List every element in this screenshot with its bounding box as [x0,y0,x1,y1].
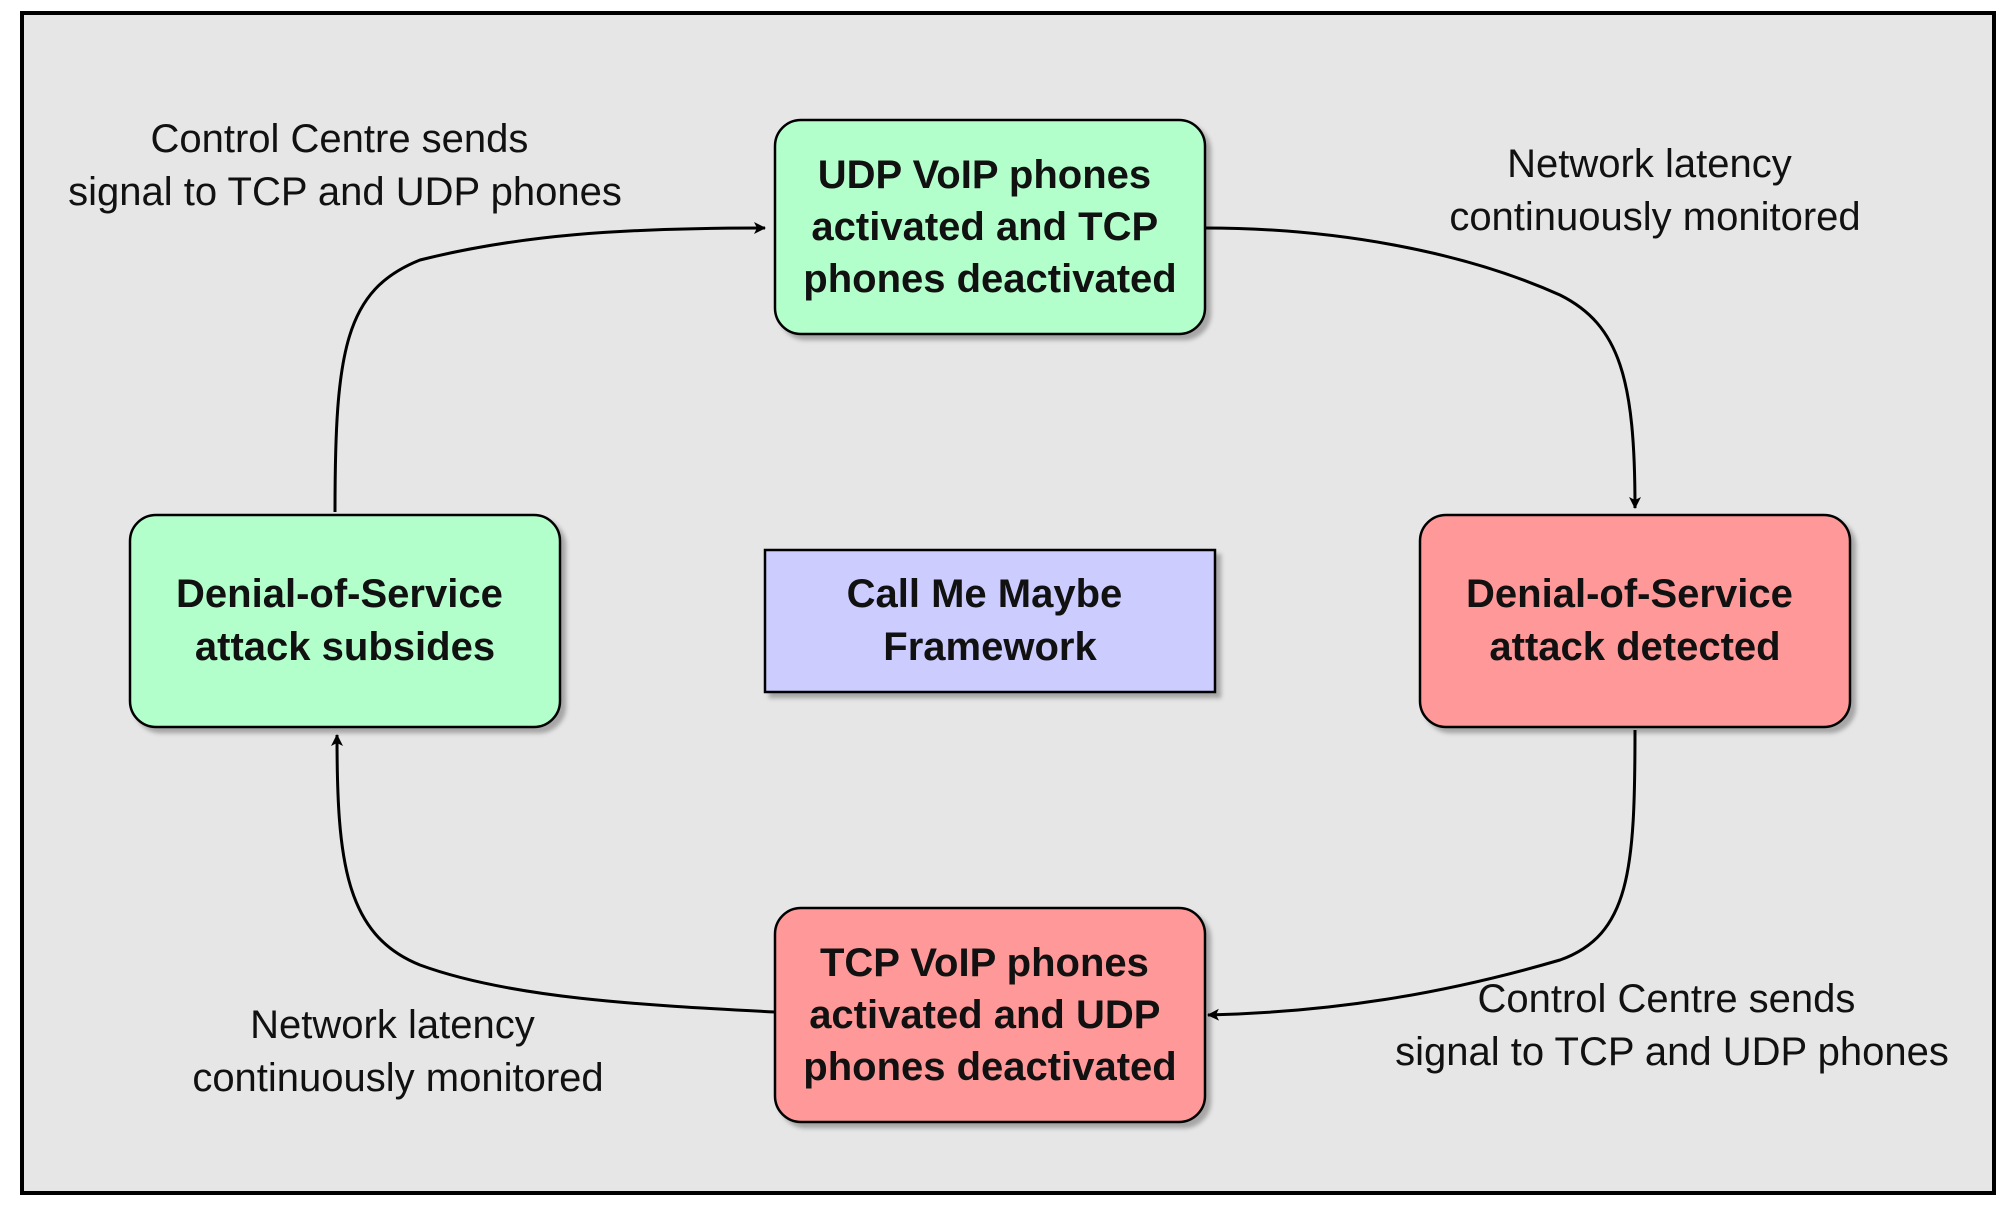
edge-label-top-left-line-2: signal to TCP and UDP phones [68,170,622,214]
node-udp-active-line-2: activated and TCP [811,205,1157,249]
edge-label-bottom-left-line-1: Network latency [250,1003,535,1047]
edge-label-top-left-line-1: Control Centre sends [150,117,528,161]
edge-label-bottom-left-line-2: continuously monitored [192,1056,603,1100]
node-dos-subsides-box [128,513,562,729]
edge-label-bottom-right-line-2: signal to TCP and UDP phones [1395,1030,1949,1074]
node-dos-detected-label: Denial-of-Service attack detected [1466,572,1804,669]
edge-udp-to-detected [1204,226,1641,509]
node-dos-detected: Denial-of-Service attack detected [1418,513,1852,729]
edge-label-bottom-right-line-1: Control Centre sends [1477,977,1855,1021]
node-tcp-active: TCP VoIP phones activated and UDP phones… [773,906,1207,1124]
node-framework-line-2: Framework [883,625,1097,669]
node-tcp-active-label: TCP VoIP phones activated and UDP phones… [803,941,1176,1089]
edge-subsides-to-udp [333,222,766,513]
edge-label-bottom-left: Network latency continuously monitored [192,1003,603,1100]
node-udp-active-line-3: phones deactivated [803,257,1176,301]
node-dos-detected-line-1: Denial-of-Service [1466,572,1793,616]
node-dos-detected-box [1418,513,1852,729]
node-tcp-active-box [773,906,1207,1124]
edge-label-top-right-line-2: continuously monitored [1449,195,1860,239]
node-framework-line-1: Call Me Maybe [847,572,1123,616]
node-dos-detected-line-2: attack detected [1489,625,1780,669]
node-tcp-active-line-3: phones deactivated [803,1045,1176,1089]
node-framework-label: Call Me Maybe Framework [847,572,1134,669]
edge-label-bottom-right: Control Centre sends signal to TCP and U… [1395,977,1949,1074]
node-dos-subsides-label: Denial-of-Service attack subsides [176,572,514,669]
edge-label-top-right-line-1: Network latency [1507,142,1792,186]
node-dos-subsides-line-2: attack subsides [195,625,495,669]
node-framework: Call Me Maybe Framework [763,548,1217,694]
node-udp-active: UDP VoIP phones activated and TCP phones… [773,118,1207,336]
node-udp-active-box [773,118,1207,336]
node-udp-active-line-1: UDP VoIP phones [818,153,1151,197]
node-tcp-active-line-2: activated and UDP [809,993,1160,1037]
node-dos-subsides: Denial-of-Service attack subsides [128,513,562,729]
edge-label-top-right: Network latency continuously monitored [1449,142,1860,239]
node-dos-subsides-line-1: Denial-of-Service [176,572,503,616]
edge-tcp-to-subsides [331,734,776,1014]
edge-detected-to-tcp [1207,729,1637,1021]
edges [331,222,1641,1021]
node-framework-box [763,548,1217,694]
edge-label-top-left: Control Centre sends signal to TCP and U… [68,117,622,214]
node-tcp-active-line-1: TCP VoIP phones [820,941,1149,985]
node-udp-active-label: UDP VoIP phones activated and TCP phones… [803,153,1176,301]
